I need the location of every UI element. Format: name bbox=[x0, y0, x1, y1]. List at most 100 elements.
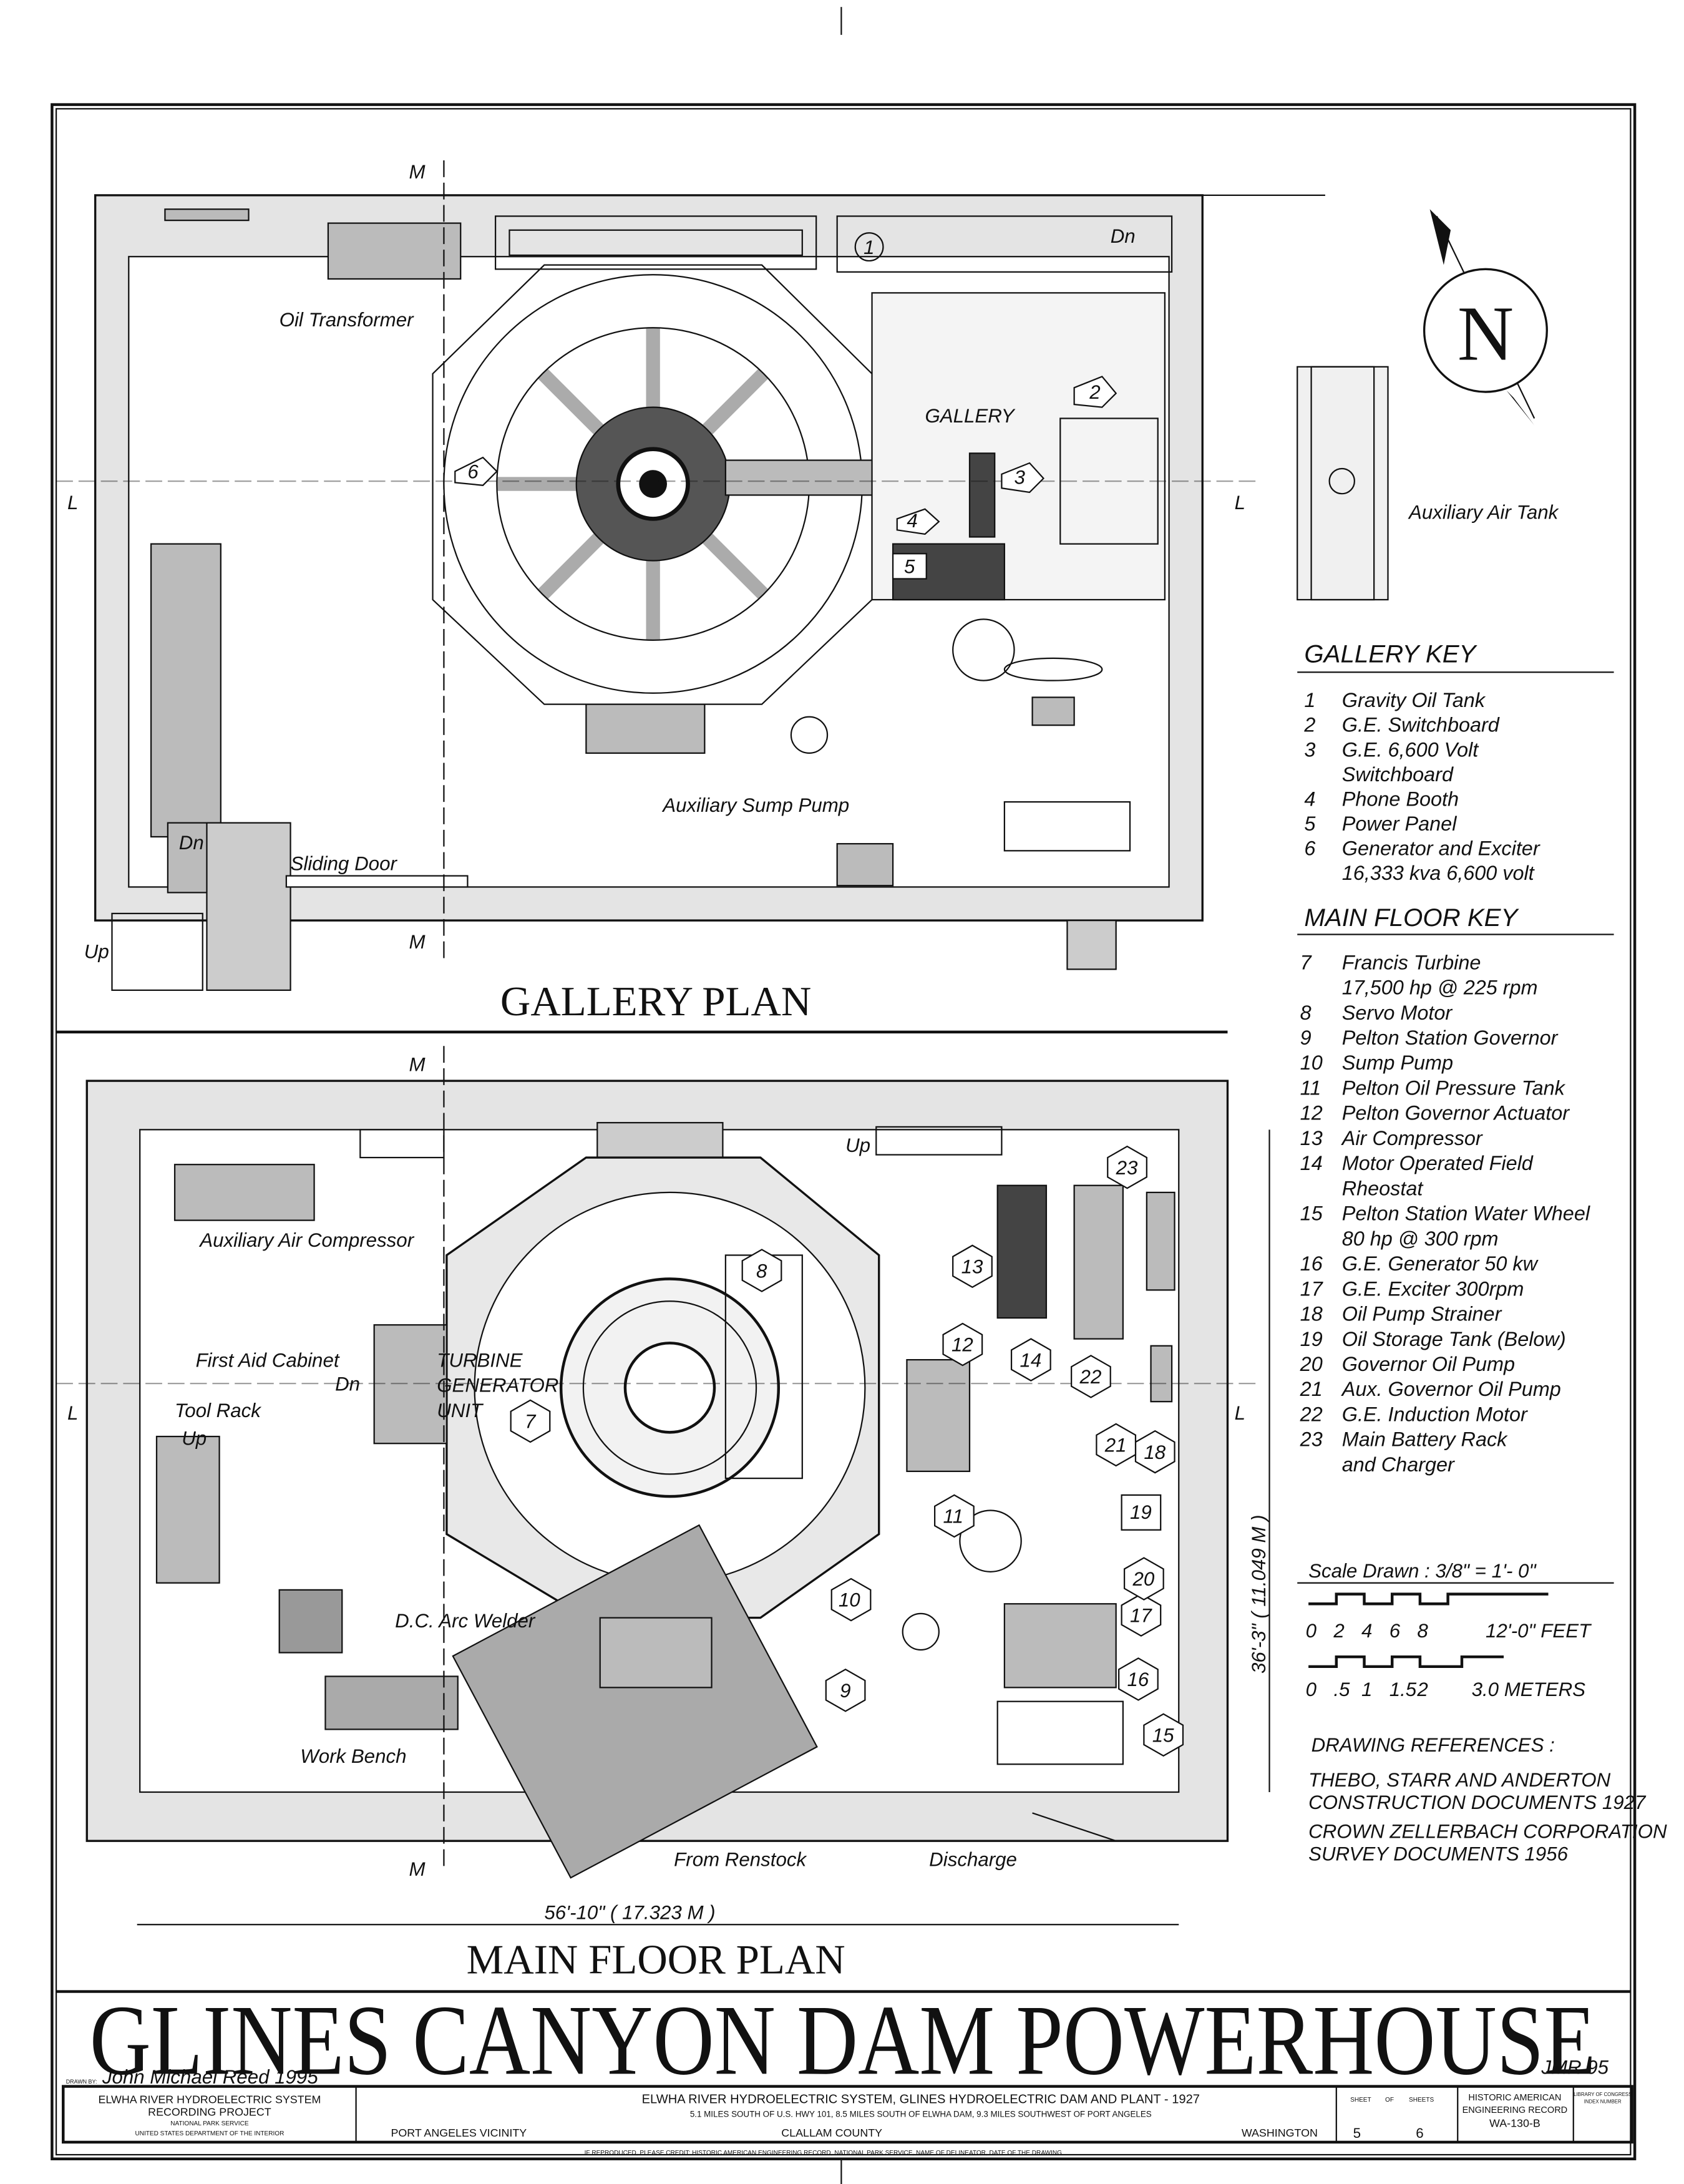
svg-text:3.0 METERS: 3.0 METERS bbox=[1472, 1679, 1586, 1700]
key-item: Pelton Station Governor bbox=[1342, 1026, 1559, 1049]
stair-down bbox=[150, 543, 221, 838]
key-number: 12 bbox=[1300, 1102, 1323, 1124]
key-number: 2 bbox=[1303, 714, 1315, 736]
drawing-references: DRAWING REFERENCES : THEBO, STARR AND AN… bbox=[1308, 1734, 1667, 1865]
svg-text:ENGINEERING RECORD: ENGINEERING RECORD bbox=[1463, 2105, 1568, 2115]
key-item: Generator and Exciter bbox=[1342, 837, 1540, 859]
scale-tick: 0 bbox=[1306, 1620, 1317, 1642]
svg-text:WASHINGTON: WASHINGTON bbox=[1242, 2127, 1318, 2139]
key-number: 6 bbox=[1304, 837, 1316, 859]
key-item: 80 hp @ 300 rpm bbox=[1342, 1227, 1499, 1250]
main-floor-plan: Auxiliary Air Compressor First Aid Cabin… bbox=[56, 1046, 1270, 1983]
credit-line: IF REPRODUCED, PLEASE CREDIT: HISTORIC A… bbox=[585, 2150, 1063, 2157]
key-number: 17 bbox=[1300, 1277, 1324, 1300]
svg-text:21: 21 bbox=[1104, 1435, 1127, 1456]
svg-text:17: 17 bbox=[1130, 1604, 1152, 1626]
from-penstock-label: From Renstock bbox=[674, 1848, 807, 1870]
key-item: 16,333 kva 6,600 volt bbox=[1342, 862, 1536, 884]
svg-text:HISTORIC AMERICAN: HISTORIC AMERICAN bbox=[1468, 2093, 1561, 2103]
svg-text:19: 19 bbox=[1130, 1501, 1152, 1523]
key-item: Sump Pump bbox=[1342, 1051, 1453, 1074]
key-number: 9 bbox=[1300, 1026, 1312, 1049]
scale-tick: 1.5 bbox=[1390, 1679, 1417, 1700]
svg-text:16: 16 bbox=[1127, 1669, 1149, 1690]
gallery-key-items: 1 Gravity Oil Tank 2 G.E. Switchboard 3 G.E. … bbox=[1303, 689, 1540, 884]
key-item: G.E. Switchboard bbox=[1342, 714, 1500, 736]
svg-text:12'-0" FEET: 12'-0" FEET bbox=[1486, 1620, 1592, 1642]
section-l-right-main: L bbox=[1235, 1402, 1245, 1424]
scale-tick: .5 bbox=[1333, 1679, 1350, 1700]
key-item: G.E. Induction Motor bbox=[1342, 1403, 1528, 1425]
key-item: G.E. 6,600 Volt bbox=[1342, 738, 1479, 761]
svg-text:12: 12 bbox=[952, 1334, 973, 1356]
key-item: 17,500 hp @ 225 rpm bbox=[1342, 977, 1538, 999]
svg-text:2: 2 bbox=[1089, 381, 1100, 403]
key-number: 22 bbox=[1300, 1403, 1323, 1425]
height-dimension: 36'-3" ( 11.049 M ) bbox=[1248, 1514, 1270, 1674]
svg-text:13: 13 bbox=[961, 1256, 983, 1278]
north-arrow: N bbox=[1423, 209, 1548, 426]
scale-tick: 8 bbox=[1417, 1620, 1428, 1642]
sliding-door-label: Sliding Door bbox=[291, 853, 398, 875]
key-number: 1 bbox=[1304, 689, 1315, 711]
turbine-label-3: UNIT bbox=[437, 1400, 484, 1421]
svg-text:4: 4 bbox=[907, 510, 917, 532]
work-bench bbox=[324, 1675, 459, 1730]
svg-text:THEBO, STARR AND ANDERTON: THEBO, STARR AND ANDERTON bbox=[1308, 1769, 1611, 1791]
gallery-key: GALLERY KEY 1 Gravity Oil Tank 2 G.E. Switc… bbox=[1297, 640, 1614, 884]
scale-tick: 2 bbox=[1333, 1620, 1344, 1642]
key-item: Power Panel bbox=[1342, 812, 1457, 835]
scale-tick: 1 bbox=[1361, 1679, 1372, 1700]
svg-text:6: 6 bbox=[467, 461, 479, 483]
key-item: Governor Oil Pump bbox=[1342, 1353, 1515, 1375]
key-item: Motor Operated Field bbox=[1342, 1152, 1534, 1174]
svg-text:RECORDING PROJECT: RECORDING PROJECT bbox=[148, 2105, 271, 2118]
svg-text:CLALLAM COUNTY: CLALLAM COUNTY bbox=[781, 2127, 882, 2139]
main-floor-plan-title: MAIN FLOOR PLAN bbox=[467, 1936, 845, 1983]
key-item: Switchboard bbox=[1342, 763, 1454, 786]
penstock bbox=[452, 1524, 818, 1879]
svg-text:22: 22 bbox=[1079, 1366, 1102, 1388]
key-item: Rheostat bbox=[1342, 1177, 1424, 1199]
work-bench-label: Work Bench bbox=[300, 1745, 406, 1767]
svg-text:SHEET: SHEET bbox=[1350, 2097, 1371, 2104]
key-number: 3 bbox=[1304, 738, 1315, 761]
sheet-total: 6 bbox=[1416, 2125, 1423, 2141]
aux-sump-pump-label: Auxiliary Sump Pump bbox=[661, 794, 849, 816]
sheet-inner-border bbox=[55, 108, 1632, 2156]
up-label: Up bbox=[84, 940, 109, 962]
section-l-left: L bbox=[67, 492, 78, 514]
key-number: 10 bbox=[1300, 1051, 1323, 1074]
svg-text:18: 18 bbox=[1144, 1441, 1166, 1463]
key-number: 7 bbox=[1300, 951, 1313, 973]
svg-text:14: 14 bbox=[1020, 1349, 1041, 1371]
key-number: 19 bbox=[1300, 1328, 1323, 1350]
svg-text:OF: OF bbox=[1385, 2097, 1394, 2104]
svg-text:15: 15 bbox=[1152, 1725, 1174, 1747]
turbine-label-1: TURBINE bbox=[437, 1349, 523, 1371]
sheet-number: 5 bbox=[1353, 2125, 1361, 2141]
key-item: Gravity Oil Tank bbox=[1342, 689, 1486, 711]
up-left-label: Up bbox=[182, 1427, 207, 1449]
key-number: 4 bbox=[1304, 787, 1315, 810]
stair-up bbox=[111, 912, 203, 991]
key-number: 11 bbox=[1300, 1076, 1321, 1099]
gallery-key-heading: GALLERY KEY bbox=[1304, 640, 1477, 668]
main-floor-key-heading: MAIN FLOOR KEY bbox=[1304, 904, 1519, 932]
sheet-title: GLINES CANYON DAM POWERHOUSE bbox=[90, 1984, 1596, 2095]
drawn-by: John Michael Reed 1995 bbox=[102, 2066, 319, 2088]
key-number: 15 bbox=[1300, 1202, 1323, 1225]
dn-label: Dn bbox=[179, 832, 204, 854]
key-item: Pelton Station Water Wheel bbox=[1342, 1202, 1590, 1225]
key-item: Aux. Governor Oil Pump bbox=[1341, 1378, 1561, 1400]
key-item: Pelton Oil Pressure Tank bbox=[1342, 1076, 1566, 1099]
scale-tick: 2 bbox=[1416, 1679, 1428, 1700]
key-item: G.E. Generator 50 kw bbox=[1342, 1252, 1539, 1275]
oil-transformer bbox=[327, 222, 462, 280]
svg-text:5: 5 bbox=[904, 556, 915, 578]
arc-welder-label: D.C. Arc Welder bbox=[395, 1610, 536, 1632]
title-block: DRAWN BY: John Michael Reed 1995 ELWHA R… bbox=[62, 2066, 1633, 2157]
stair-up-main bbox=[155, 1435, 220, 1584]
